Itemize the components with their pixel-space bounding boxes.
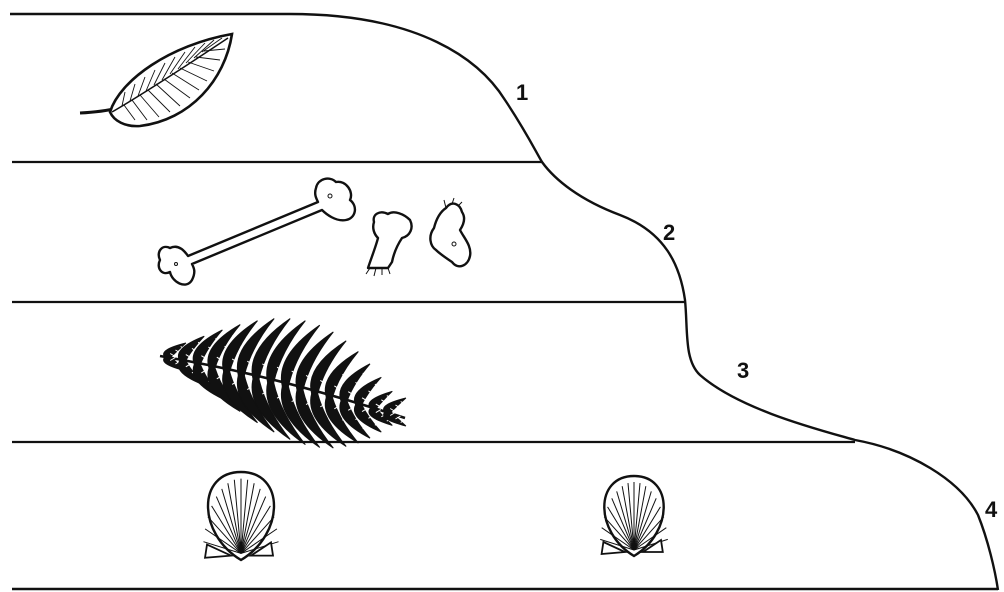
layer-label-3: 3 [737,358,749,383]
bone-fragment [430,204,470,267]
layer-label-4: 4 [985,497,998,522]
fern-leaflet [384,398,406,412]
shell-icon [600,476,668,556]
small-bone [368,212,412,268]
femur-bone [159,179,355,285]
bones-icon [159,179,471,285]
leaf-icon [80,34,232,126]
fern-icon [160,319,406,449]
shell-icon [203,472,278,560]
layer-label-1: 1 [516,80,528,105]
layer-label-2: 2 [663,220,675,245]
